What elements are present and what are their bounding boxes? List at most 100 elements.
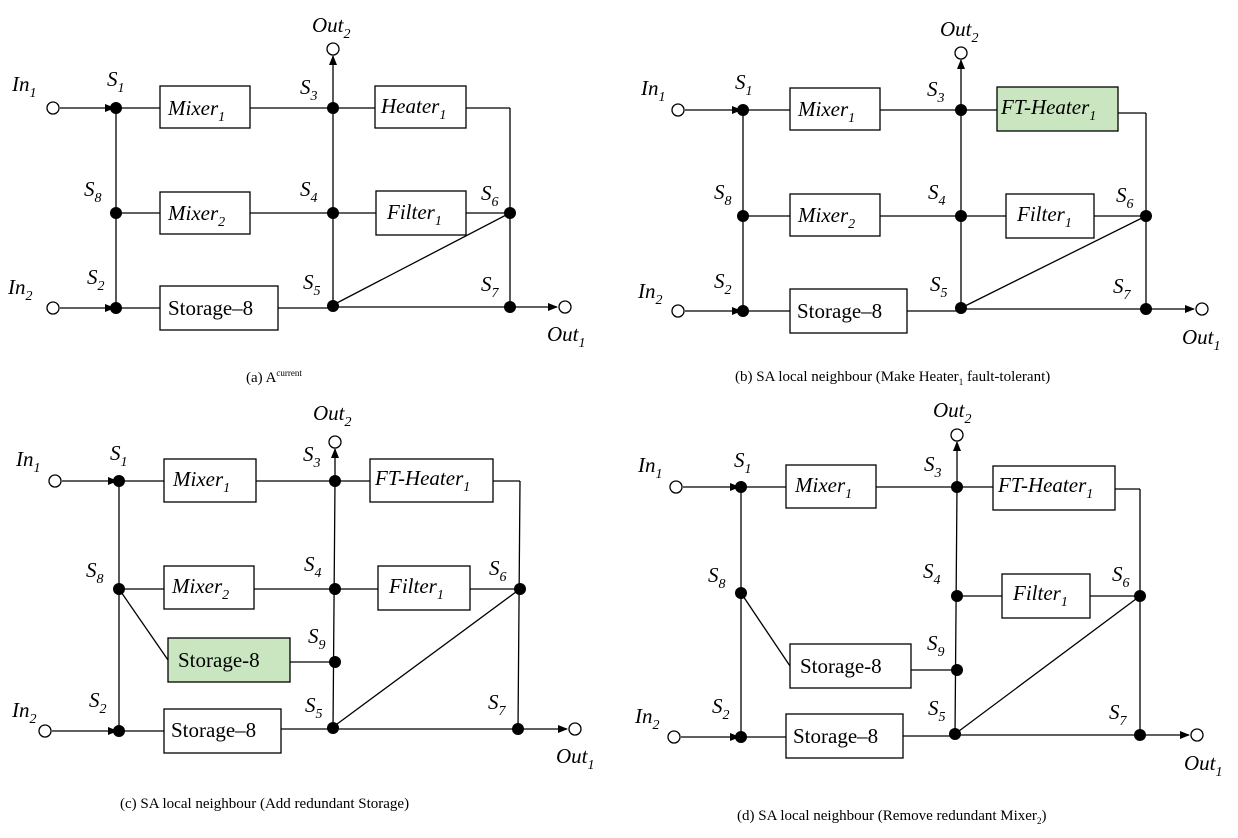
mixer1-box (785, 464, 877, 509)
s3-label: S3 (924, 452, 942, 481)
heater1-box (374, 85, 467, 129)
node-s5 (327, 300, 339, 312)
s2-label: S2 (87, 265, 105, 294)
node-s1 (737, 104, 749, 116)
out1-label: Out1 (547, 322, 586, 351)
out2-label: Out2 (933, 398, 972, 427)
ft-heater1-box-highlighted (996, 86, 1119, 132)
s8-label: S8 (714, 180, 732, 209)
out1-port (1190, 728, 1204, 742)
mixer2-label: Mixer2 (797, 203, 855, 232)
mixer2-box (159, 191, 251, 235)
in2-port (38, 724, 52, 738)
s6-label: S6 (481, 181, 499, 210)
in2-label: In2 (7, 275, 33, 304)
node-s5 (955, 302, 967, 314)
node-s1 (113, 475, 125, 487)
node-s3 (329, 475, 341, 487)
caption-b: (b) SA local neighbour (Make Heater1 fau… (735, 369, 1050, 387)
s5-label: S5 (930, 272, 948, 301)
ft-heater1-label: FT-Heater1 (1000, 95, 1096, 124)
s3-label: S3 (927, 77, 945, 106)
redundant-storage-label: Storage-8 (800, 654, 882, 678)
panel-c: Mixer1 Mixer2 Storage-8 Storage–8 FT-Hea… (11, 401, 595, 812)
s7-label: S7 (1109, 700, 1128, 729)
s6-label: S6 (489, 556, 507, 585)
out1-port (1195, 302, 1209, 316)
node-s9 (329, 656, 341, 668)
out2-label: Out2 (940, 17, 979, 46)
in2-label: In2 (11, 698, 37, 727)
s3-label: S3 (300, 75, 318, 104)
node-s3 (327, 102, 339, 114)
node-s7 (1140, 303, 1152, 315)
node-s8 (113, 583, 125, 595)
out2-port (954, 46, 968, 60)
node-s4 (327, 207, 339, 219)
node-s7 (1134, 729, 1146, 741)
node-s5 (327, 722, 339, 734)
node-s6 (504, 207, 516, 219)
s9-label: S9 (308, 624, 326, 653)
s7-label: S7 (481, 272, 500, 301)
storage-label: Storage–8 (171, 718, 256, 742)
panel-a: Mixer1 Mixer2 Storage–8 Heater1 Filter1 … (7, 13, 586, 386)
in2-label: In2 (634, 704, 660, 733)
node-s4 (951, 590, 963, 602)
s8-label: S8 (86, 558, 104, 587)
mixer1-label: Mixer1 (172, 467, 230, 496)
node-s5 (949, 728, 961, 740)
mixer1-box (789, 87, 881, 131)
out1-label: Out1 (1184, 751, 1223, 780)
mixer2-label: Mixer2 (171, 574, 229, 603)
heater1-label: Heater1 (380, 94, 446, 123)
s5-label: S5 (928, 696, 946, 725)
node-s6 (514, 583, 526, 595)
storage-box (159, 285, 279, 331)
ft-heater1-box (992, 465, 1116, 511)
node-s8 (737, 210, 749, 222)
filter1-box (377, 565, 471, 611)
redundant-storage-box (789, 643, 912, 689)
s8-label: S8 (84, 177, 102, 206)
mixer1-label: Mixer1 (794, 473, 852, 502)
filter1-box (375, 190, 467, 236)
node-s2 (113, 725, 125, 737)
ft-heater1-label: FT-Heater1 (374, 466, 470, 495)
out1-port (568, 722, 582, 736)
s8-label: S8 (708, 563, 726, 592)
s6-label: S6 (1112, 562, 1130, 591)
in1-label: In1 (11, 72, 37, 101)
in1-port (671, 103, 685, 117)
mixer2-label: Mixer2 (167, 201, 225, 230)
s7-label: S7 (1113, 274, 1132, 303)
s1-label: S1 (735, 70, 753, 99)
caption-d: (d) SA local neighbour (Remove redundant… (737, 808, 1046, 826)
s9-label: S9 (927, 631, 945, 660)
node-s1 (735, 481, 747, 493)
mixer1-box (159, 85, 251, 129)
in2-port (667, 730, 681, 744)
mixer1-label: Mixer1 (167, 96, 225, 125)
in1-port (669, 480, 683, 494)
mixer1-label: Mixer1 (797, 97, 855, 126)
s5-label: S5 (303, 270, 321, 299)
s1-label: S1 (107, 67, 125, 96)
node-s7 (504, 301, 516, 313)
storage-label: Storage–8 (168, 296, 253, 320)
storage-box (163, 708, 282, 754)
s4-label: S4 (300, 177, 318, 206)
storage-box (789, 288, 908, 334)
panel-d: Mixer1 Storage-8 Storage–8 FT-Heater1 Fi… (634, 398, 1223, 826)
in1-port (46, 101, 60, 115)
s2-label: S2 (89, 688, 107, 717)
filter1-label: Filter1 (386, 200, 442, 229)
redundant-storage-label: Storage-8 (178, 648, 260, 672)
in1-port (48, 474, 62, 488)
in1-label: In1 (640, 76, 666, 105)
node-s8 (110, 207, 122, 219)
out1-label: Out1 (556, 744, 595, 773)
caption-c: (c) SA local neighbour (Add redundant St… (120, 796, 409, 812)
node-s1 (110, 102, 122, 114)
